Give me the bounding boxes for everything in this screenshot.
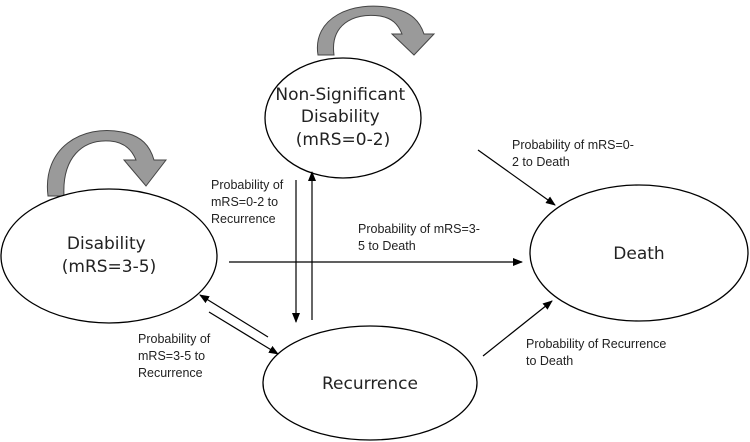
transition-label-line: mRS=0-2 to: [211, 195, 278, 209]
state-label-line: Disability: [67, 234, 146, 254]
state-label-line: Death: [613, 244, 664, 264]
transition-label-line: Recurrence: [138, 366, 203, 380]
state-label-line: Recurrence: [322, 374, 418, 394]
state-label-line: (mRS=3-5): [62, 257, 156, 277]
transition-label-line: Probability of mRS=3-: [358, 222, 480, 236]
arrow-mrs02-to-death: [477, 149, 556, 206]
state-non-significant-disability: [264, 57, 422, 179]
label-mrs35-to-recurrence: Probability of mRS=3-5 to Recurrence: [138, 332, 214, 380]
transition-label-line: Recurrence: [211, 212, 276, 226]
state-label-disability: Disability (mRS=3-5): [62, 234, 156, 277]
arrow-mrs35-to-recurrence: [208, 311, 279, 355]
transition-label-line: to Death: [526, 354, 573, 368]
state-death: [529, 184, 749, 322]
transition-label-line: Probability of Recurrence: [526, 337, 666, 351]
transition-label-line: Probability of: [211, 178, 284, 192]
transition-label-line: 5 to Death: [358, 239, 416, 253]
transition-label-line: mRS=3-5 to: [138, 349, 205, 363]
state-label-line: (mRS=0-2): [296, 130, 390, 150]
label-mrs35-to-death: Probability of mRS=3- 5 to Death: [358, 222, 483, 253]
state-label-recurrence: Recurrence: [322, 374, 418, 394]
label-recurrence-to-death: Probability of Recurrence to Death: [526, 337, 670, 368]
label-mrs02-to-death: Probability of mRS=0- 2 to Death: [512, 138, 637, 169]
self-loop-non-significant-icon: [316, 5, 436, 56]
arrow-recurrence-to-mrs35: [199, 294, 269, 338]
self-loop-disability-icon: [46, 130, 168, 197]
state-label-line: Non-Significant: [275, 85, 405, 105]
state-label-line: Disability: [301, 107, 380, 127]
state-label-death: Death: [613, 244, 664, 264]
state-label-non-significant: Non-Significant Disability (mRS=0-2): [275, 85, 410, 150]
label-mrs02-to-recurrence: Probability of mRS=0-2 to Recurrence: [211, 178, 287, 226]
transition-label-line: Probability of mRS=0-: [512, 138, 634, 152]
transition-label-line: Probability of: [138, 332, 211, 346]
arrow-recurrence-to-death: [482, 300, 553, 357]
state-disability: [0, 188, 218, 324]
transition-label-line: 2 to Death: [512, 155, 570, 169]
state-recurrence: [262, 325, 478, 441]
